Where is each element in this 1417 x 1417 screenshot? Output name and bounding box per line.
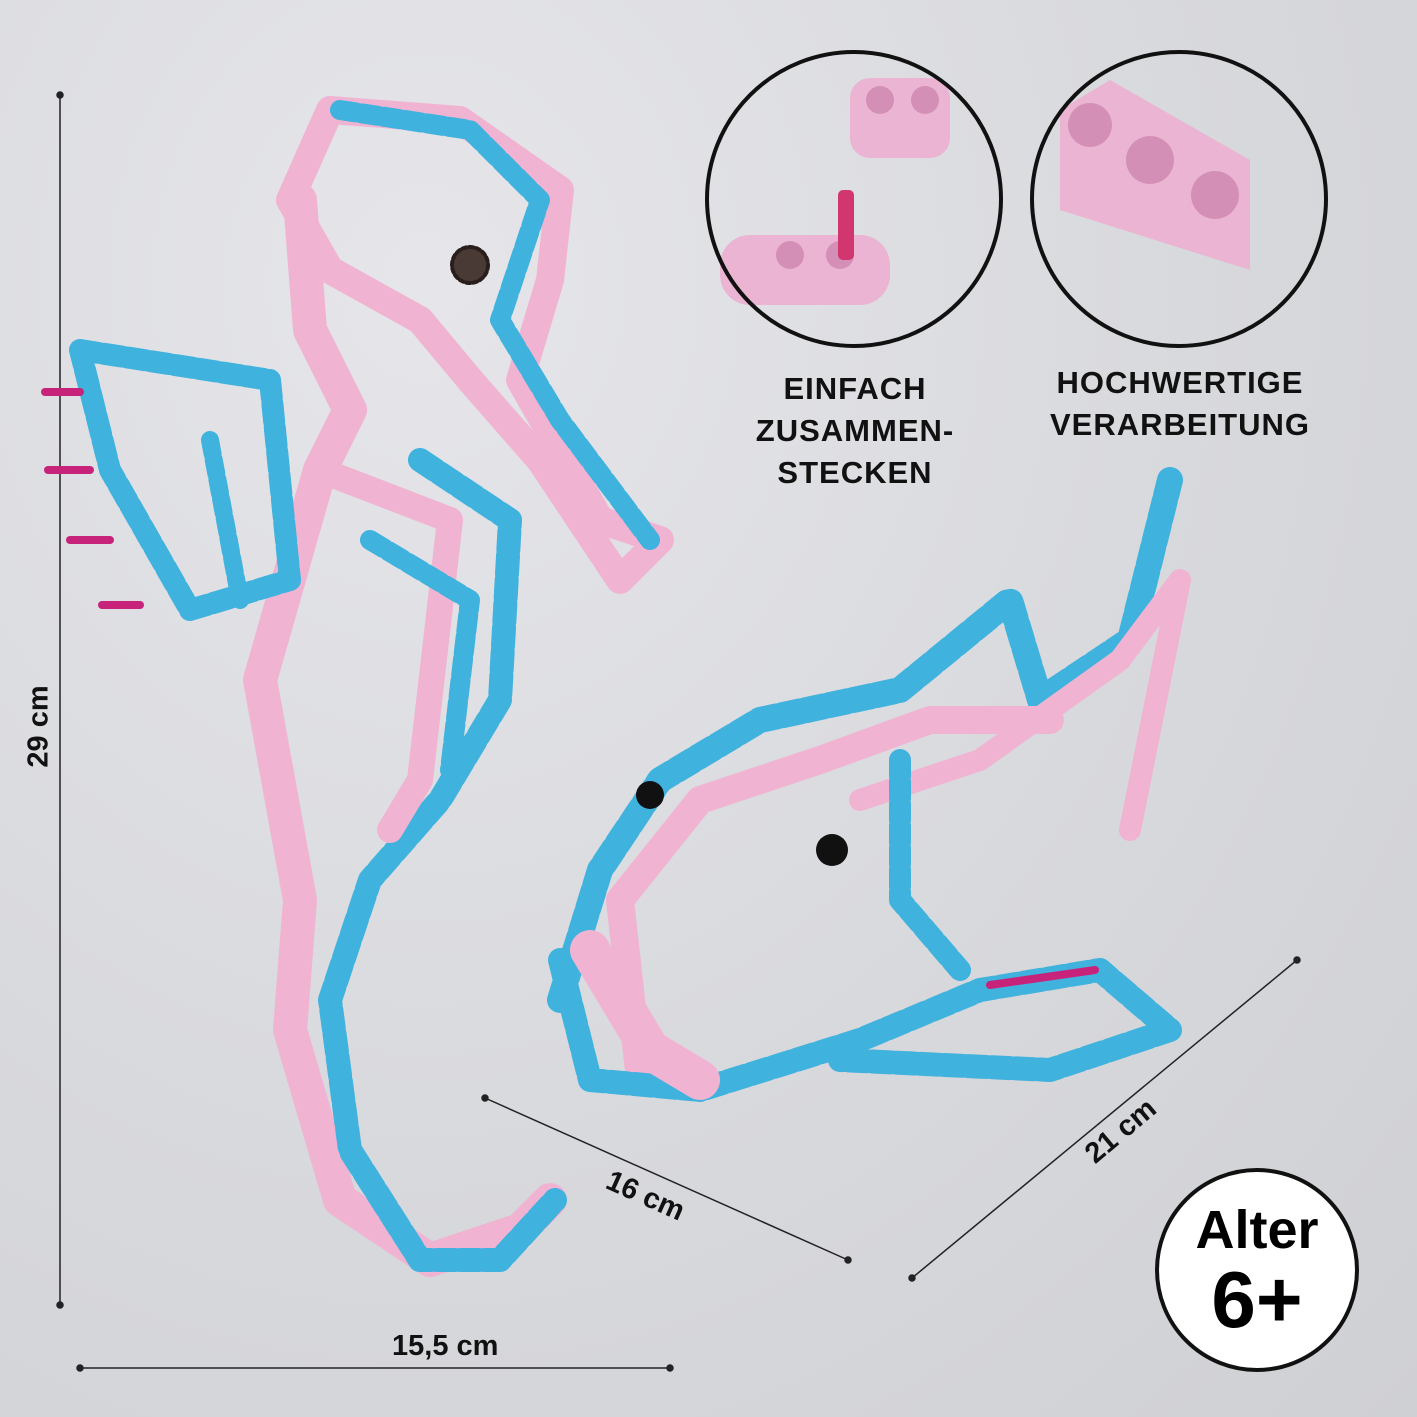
- age-badge-label: Alter: [1195, 1200, 1319, 1260]
- dimension-seahorse-width: 15,5 cm: [392, 1330, 499, 1362]
- detail-circle-quality: [1030, 50, 1328, 348]
- detail-circle-assembly: [705, 50, 1003, 348]
- feature-label-quality: HOCHWERTIGE VERARBEITUNG: [1030, 362, 1330, 446]
- feature-line: EINFACH: [783, 371, 927, 406]
- dimension-lines: [56, 91, 1301, 1372]
- age-badge-value: 6+: [1211, 1255, 1303, 1344]
- dolphin-model: [547, 467, 1191, 1102]
- seahorse-model: [41, 96, 674, 1277]
- feature-line: ZUSAMMEN-: [755, 413, 955, 448]
- feature-line: HOCHWERTIGE: [1056, 365, 1304, 400]
- age-badge: Alter 6+: [1155, 1168, 1359, 1372]
- dimension-seahorse-height: 29 cm: [22, 685, 55, 768]
- feature-line: STECKEN: [777, 455, 933, 490]
- feature-label-easy-assembly: EINFACH ZUSAMMEN- STECKEN: [730, 368, 980, 494]
- feature-line: VERARBEITUNG: [1049, 407, 1310, 442]
